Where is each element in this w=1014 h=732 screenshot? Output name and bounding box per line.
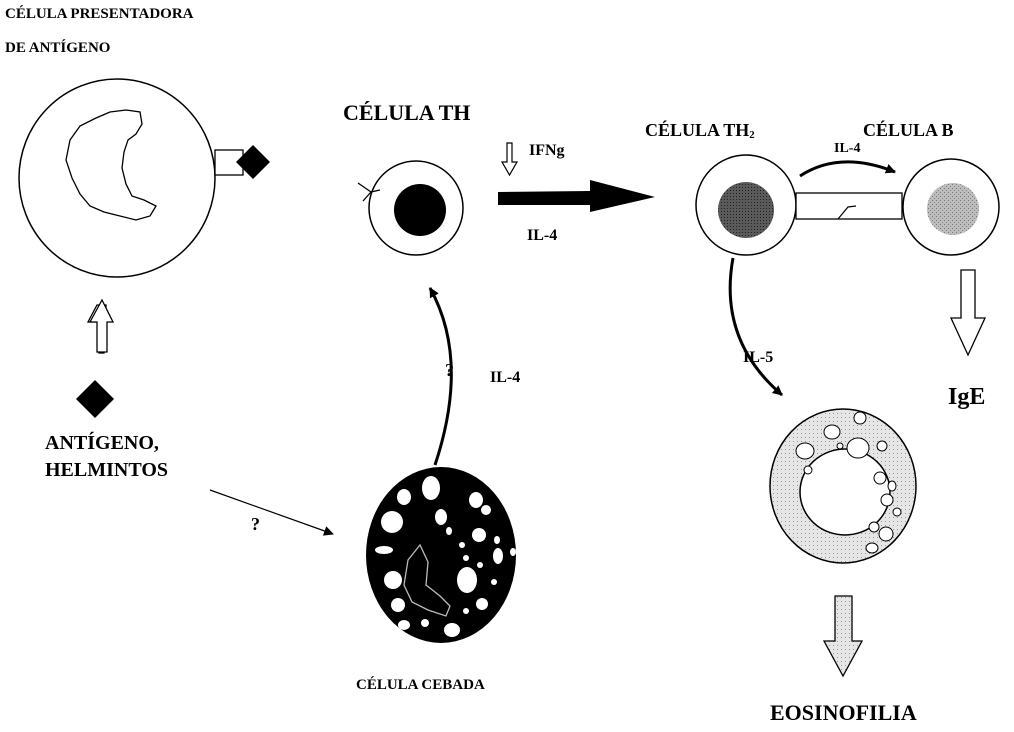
th2-subscript: 2	[749, 129, 754, 141]
il5-label: IL-5	[743, 350, 773, 366]
eosinofilia-label: EOSINOFILIA	[770, 702, 917, 724]
mast-cell-label: CÉLULA CEBADA	[356, 678, 485, 693]
il5-arrow	[730, 258, 782, 395]
th2-b-synapse	[796, 193, 902, 219]
antigen-label-line2: HELMINTOS	[45, 460, 168, 480]
antigen-to-mast-arrow	[210, 490, 333, 534]
eosinofilia-arrow	[824, 596, 862, 676]
b-cell	[903, 159, 999, 255]
b-cell-label: CÉLULA B	[863, 121, 954, 139]
differentiation-arrow	[498, 180, 655, 212]
ige-label: IgE	[948, 385, 985, 409]
antigen-question-label: ?	[251, 515, 260, 533]
ifng-label: IFNg	[529, 143, 565, 159]
th-cell	[358, 161, 463, 255]
antigen-presenting-cell	[19, 79, 270, 277]
il4-mast-label: IL-4	[490, 370, 520, 386]
antigen-diamond	[76, 380, 114, 418]
ige-arrow	[951, 270, 985, 355]
th2-cell	[696, 155, 796, 255]
ifng-arrow	[502, 143, 517, 175]
il4-main-label: IL-4	[527, 228, 557, 244]
eosinophil	[770, 409, 916, 563]
apc-label-line2: DE ANTÍGENO	[5, 41, 110, 56]
antigen-label-line1: ANTÍGENO,	[45, 433, 159, 453]
mast-cell	[366, 467, 516, 643]
apc-label-line1: CÉLULA PRESENTADORA	[5, 7, 194, 22]
mast-question-label: ?	[445, 361, 454, 379]
il4-top-label: IL-4	[834, 142, 860, 156]
th2-cell-label: CÉLULA TH2	[645, 121, 755, 141]
il4-top-arrow	[800, 162, 895, 176]
th-cell-label: CÉLULA TH	[343, 102, 470, 124]
